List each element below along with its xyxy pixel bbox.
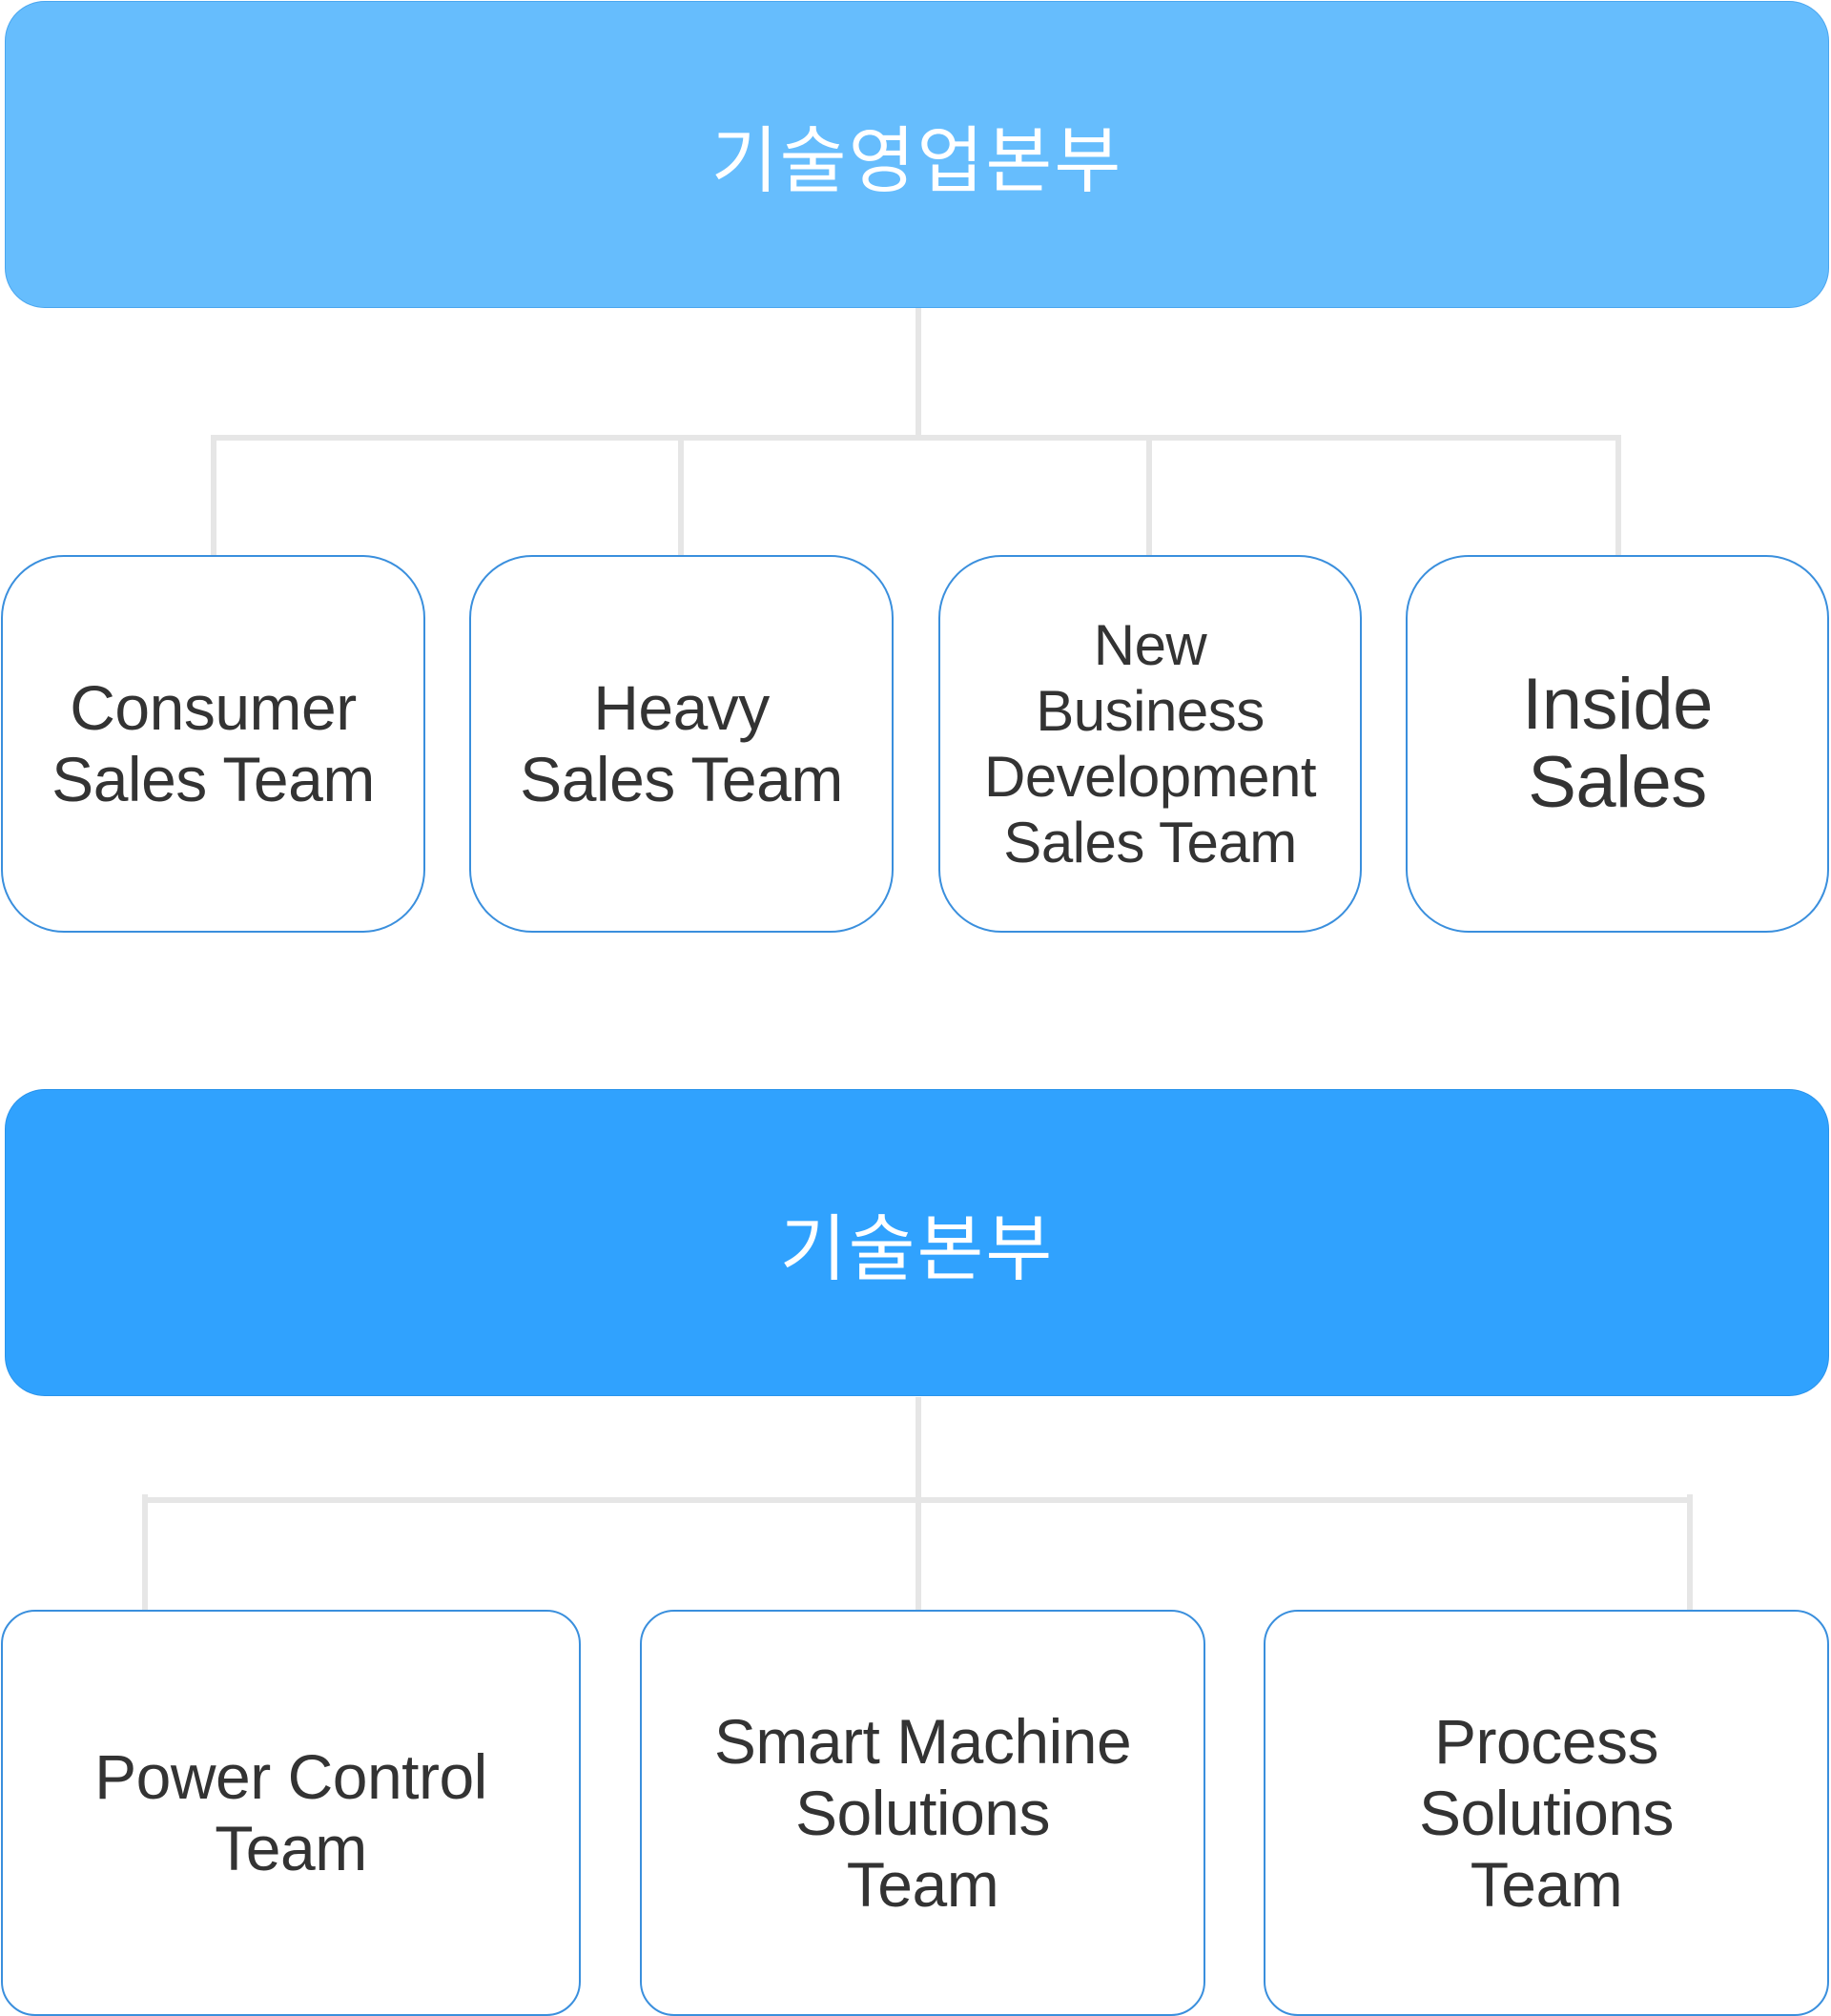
connector-branch — [1615, 435, 1621, 555]
connector-branch — [678, 435, 684, 555]
team-label: Consumer Sales Team — [51, 672, 375, 814]
division-technical-sales: 기술영업본부 — [5, 1, 1829, 308]
team-box-process-solutions: Process Solutions Team — [1264, 1610, 1829, 2016]
division-technology: 기술본부 — [5, 1089, 1829, 1396]
team-box-inside-sales: Inside Sales — [1406, 555, 1829, 933]
division-title: 기술영업본부 — [710, 118, 1123, 203]
team-label: Power Control Team — [94, 1741, 487, 1883]
team-box-consumer-sales: Consumer Sales Team — [1, 555, 425, 933]
team-box-smart-machine-solutions: Smart Machine Solutions Team — [640, 1610, 1205, 2016]
connector-branch — [142, 1494, 148, 1610]
team-box-power-control: Power Control Team — [1, 1610, 581, 2016]
connector-branch — [211, 435, 216, 555]
connector-bar — [211, 435, 1621, 441]
team-label: Smart Machine Solutions Team — [713, 1705, 1132, 1920]
connector-branch — [1146, 435, 1152, 555]
division-title: 기술본부 — [779, 1206, 1055, 1291]
connector-trunk — [916, 308, 921, 435]
connector-bar — [142, 1497, 1693, 1503]
team-label: New Business Development Sales Team — [983, 613, 1317, 874]
connector-trunk — [916, 1397, 921, 1610]
team-label: Heavy Sales Team — [520, 672, 843, 814]
team-label: Inside Sales — [1522, 664, 1713, 823]
connector-branch — [1687, 1494, 1693, 1610]
team-label: Process Solutions Team — [1418, 1705, 1675, 1920]
team-box-new-business-development: New Business Development Sales Team — [938, 555, 1362, 933]
team-box-heavy-sales: Heavy Sales Team — [469, 555, 894, 933]
